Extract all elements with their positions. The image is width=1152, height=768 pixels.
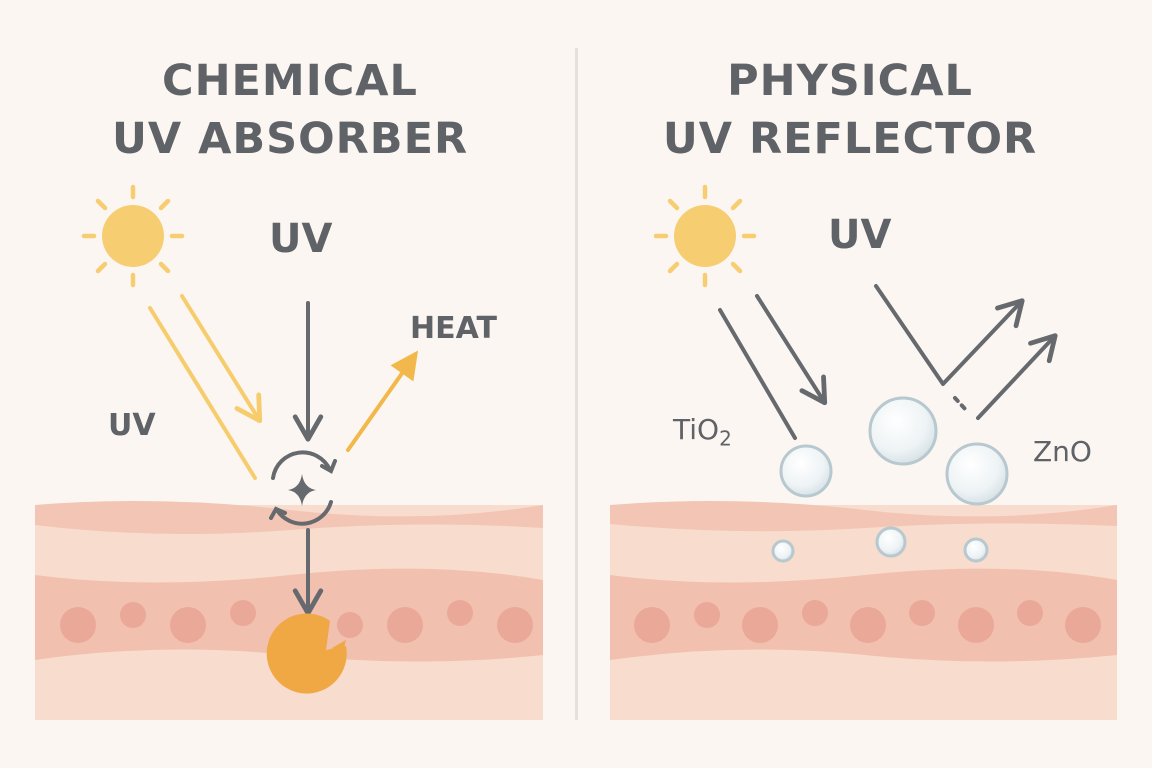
uv-dotted-path bbox=[953, 396, 968, 412]
skin-cell bbox=[60, 607, 96, 643]
skin-cell bbox=[742, 607, 778, 643]
left-skin-cells bbox=[60, 600, 533, 643]
skin-cell bbox=[170, 607, 206, 643]
particle bbox=[868, 396, 938, 466]
mineral-particles bbox=[771, 396, 1009, 563]
left-title-line-1: CHEMICAL bbox=[162, 56, 418, 106]
tio2-subscript: 2 bbox=[719, 426, 732, 451]
skin-cell bbox=[387, 607, 423, 643]
heat-label: HEAT bbox=[410, 311, 497, 346]
heat-arrow bbox=[346, 350, 419, 452]
skin-cell bbox=[337, 612, 363, 638]
uv-ray-arrow bbox=[180, 294, 263, 424]
conversion-cycle-icon bbox=[269, 450, 337, 526]
right-title-line-1: PHYSICAL bbox=[727, 56, 973, 106]
skin-cell bbox=[694, 602, 720, 628]
left-uv-side-label: UV bbox=[108, 408, 156, 443]
left-panel-title: CHEMICAL UV ABSORBER bbox=[30, 52, 550, 168]
particle-small bbox=[963, 537, 989, 563]
skin-cell bbox=[120, 602, 146, 628]
particle-small bbox=[875, 526, 907, 558]
skin-cell bbox=[909, 600, 935, 626]
uv-incoming-arrow bbox=[755, 294, 828, 406]
uv-reflected-arrow-2 bbox=[976, 333, 1058, 420]
skin-cell bbox=[497, 607, 533, 643]
skin-cell bbox=[634, 607, 670, 643]
skin-cell bbox=[802, 600, 828, 626]
panel-divider bbox=[575, 48, 578, 720]
zno-particle bbox=[945, 442, 1009, 506]
right-sun-icon bbox=[653, 184, 757, 288]
zno-label: ZnO bbox=[1033, 435, 1092, 468]
skin-cell bbox=[1065, 607, 1101, 643]
tio2-label-text: TiO bbox=[673, 413, 720, 446]
skin-cell bbox=[958, 607, 994, 643]
skin-cell bbox=[1017, 600, 1043, 626]
tio2-label: TiO2 bbox=[673, 413, 732, 451]
right-panel-title: PHYSICAL UV REFLECTOR bbox=[590, 52, 1110, 168]
absorbed-energy-icon bbox=[266, 613, 347, 694]
skin-cell bbox=[850, 607, 886, 643]
particle-small bbox=[771, 539, 795, 563]
left-skin-layers bbox=[35, 501, 543, 720]
right-skin-layers bbox=[610, 501, 1117, 720]
left-title-line-2: UV ABSORBER bbox=[111, 114, 469, 164]
skin-cell bbox=[447, 600, 473, 626]
uv-ray-line bbox=[148, 306, 257, 480]
tio2-particle bbox=[779, 444, 833, 498]
left-skin-surface bbox=[35, 501, 543, 534]
skin-cell bbox=[230, 600, 256, 626]
right-uv-top-label: UV bbox=[828, 212, 892, 258]
uv-reflected-arrow bbox=[874, 284, 1025, 386]
right-title-line-2: UV REFLECTOR bbox=[662, 114, 1038, 164]
right-skin-cells bbox=[634, 600, 1101, 643]
right-skin-surface bbox=[610, 501, 1117, 532]
left-sun-icon bbox=[81, 184, 185, 288]
left-uv-top-label: UV bbox=[269, 216, 333, 262]
uv-incoming-line bbox=[718, 308, 797, 440]
